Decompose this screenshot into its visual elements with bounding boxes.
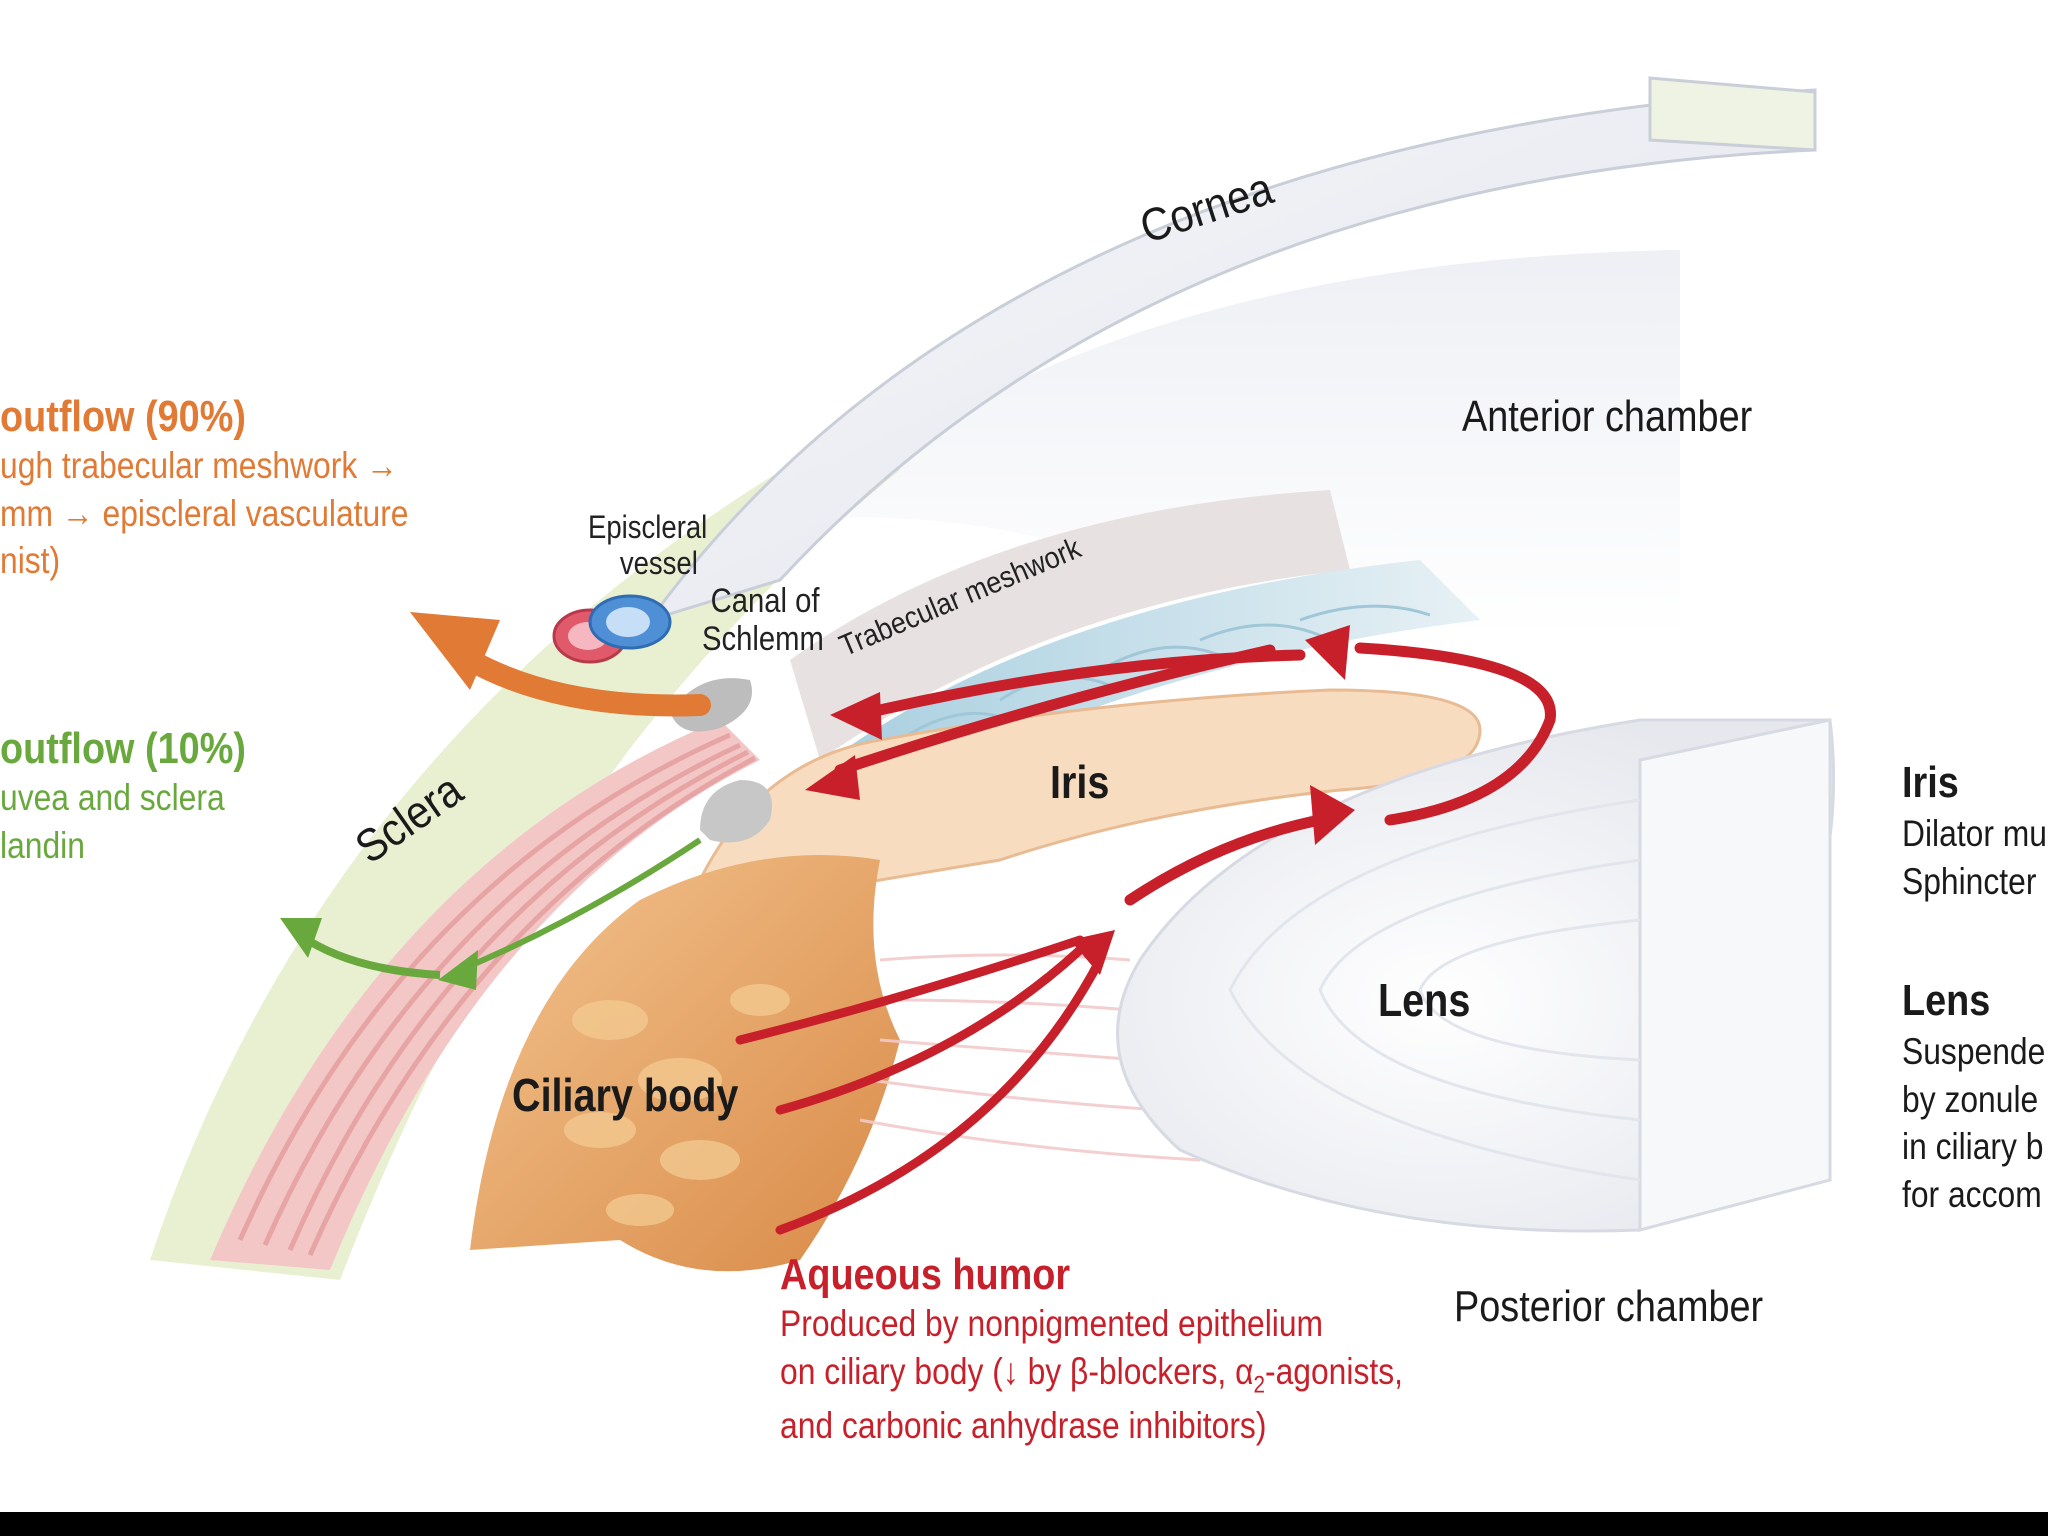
conventional-outflow-heading: outflow (90%) <box>0 392 246 441</box>
aqueous-flow-arrows <box>735 642 1556 1235</box>
aqueous-humor-line-2: on ciliary body (↓ by β-blockers, α2-ago… <box>780 1350 1403 1399</box>
conventional-outflow-line-1: ugh trabecular meshwork → <box>0 445 398 487</box>
iris <box>697 688 1482 902</box>
side-iris-line-1: Dilator mu <box>1902 813 2048 855</box>
side-lens-line-2: by zonule <box>1902 1078 2039 1120</box>
side-lens-line-1: Suspende <box>1902 1031 2046 1073</box>
side-iris-heading: Iris <box>1902 758 1959 807</box>
bottom-black-bar <box>0 1512 2048 1536</box>
aqueous-humor-line-3: and carbonic anhydrase inhibitors) <box>780 1404 1267 1446</box>
trabecular-meshwork <box>790 490 1350 760</box>
conventional-outflow-arrow <box>459 649 711 717</box>
conventional-outflow-line-3: nist) <box>0 540 61 582</box>
anterior-chamber-label: Anterior chamber <box>1462 392 1753 441</box>
iris-label: Iris <box>1050 756 1110 808</box>
aqueous-humor-line-1: Produced by nonpigmented epithelium <box>780 1303 1324 1345</box>
side-iris-line-2: Sphincter <box>1902 860 2037 902</box>
uveoscleral-outflow-arrow-1 <box>458 837 702 973</box>
uveoscleral-outflow-heading: outflow (10%) <box>0 724 246 773</box>
canal-of-schlemm <box>670 678 752 732</box>
aqueous-humor-callout: Aqueous humor Produced by nonpigmented e… <box>780 1250 1403 1446</box>
side-lens-note: Lens Suspende by zonule in ciliary b for… <box>1902 976 2045 1215</box>
uveoscleral-outflow-line-2: landin <box>0 824 85 866</box>
side-iris-note: Iris Dilator mu Sphincter <box>1902 758 2047 902</box>
canal-of-schlemm-label: Canal of Schlemm <box>702 582 824 659</box>
episcleral-vessel <box>552 594 672 664</box>
anterior-chamber-area <box>800 250 1680 640</box>
conventional-outflow-callout: outflow (90%) ugh trabecular meshwork → … <box>0 392 408 582</box>
side-lens-line-3: in ciliary b <box>1902 1126 2044 1168</box>
episcleral-vessel-label: Episcleral vessel <box>588 509 708 581</box>
conventional-outflow-line-2: mm → episcleral vasculature <box>0 492 409 534</box>
uveoscleral-outflow-line-1: uvea and sclera <box>0 777 225 819</box>
lens-label: Lens <box>1378 974 1471 1026</box>
aqueous-humor-heading: Aqueous humor <box>780 1250 1071 1299</box>
side-lens-heading: Lens <box>1902 976 1991 1025</box>
side-lens-line-4: for accom <box>1902 1173 2042 1215</box>
posterior-chamber-label: Posterior chamber <box>1454 1282 1764 1331</box>
ciliary-body-label: Ciliary body <box>512 1069 739 1121</box>
uveoscleral-outflow-callout: outflow (10%) uvea and sclera landin <box>0 724 246 866</box>
muscle-striations <box>237 732 757 1257</box>
